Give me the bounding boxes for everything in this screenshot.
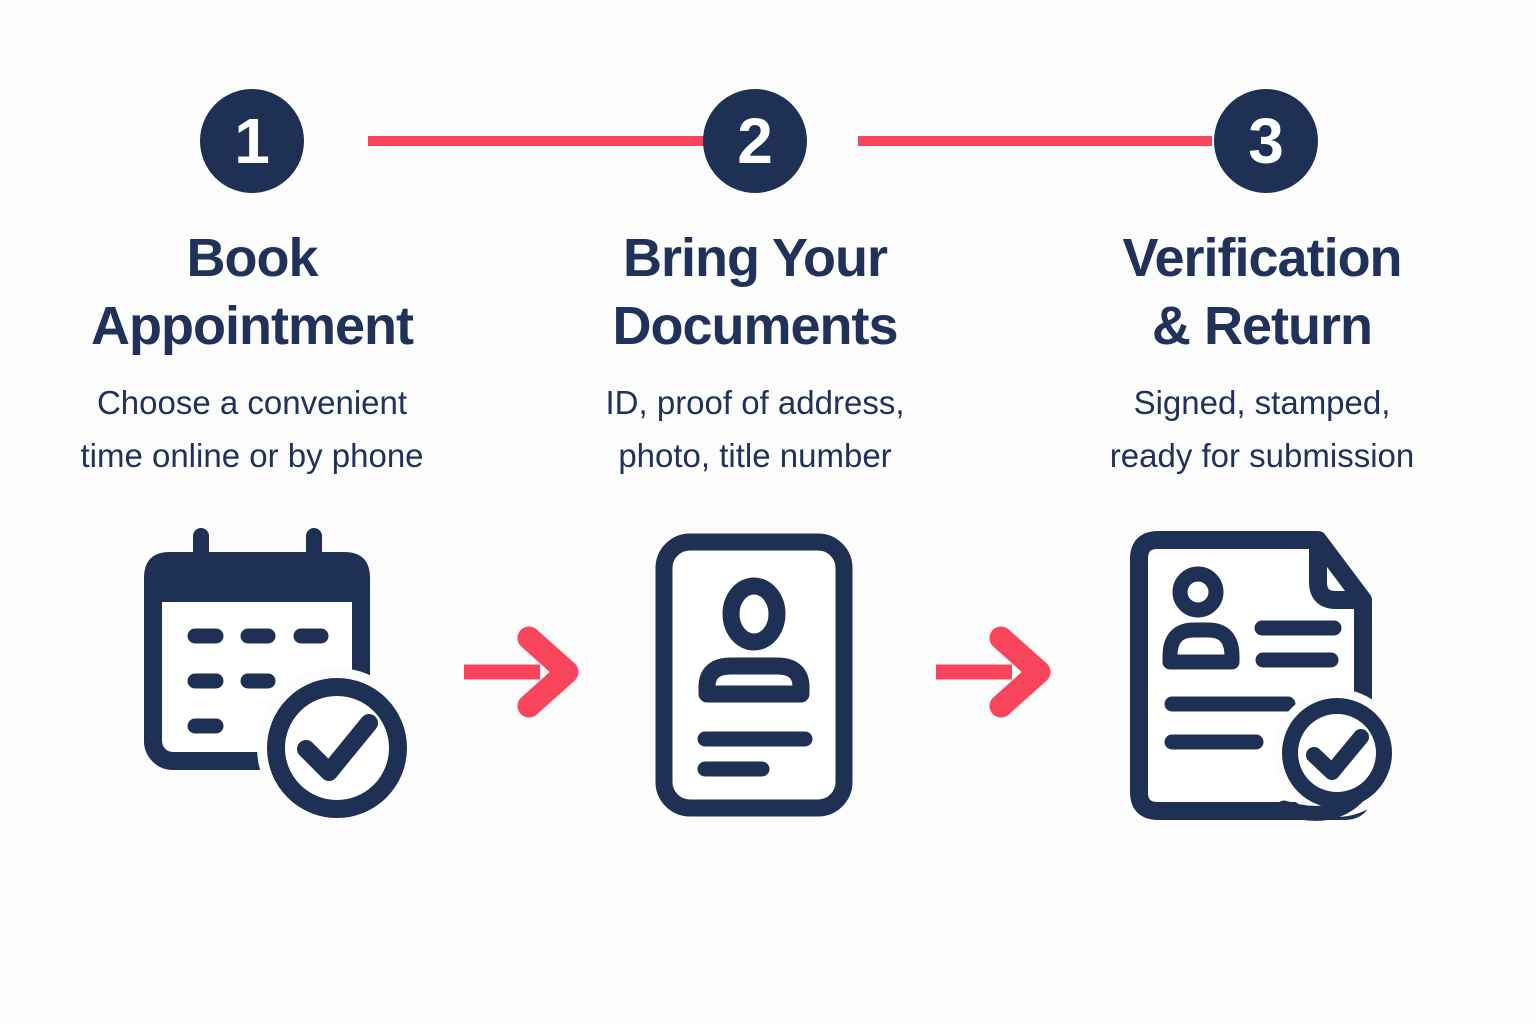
arrow-right-icon bbox=[936, 626, 1051, 718]
step-description: Choose a convenient time online or by ph… bbox=[80, 384, 424, 474]
arrow-right-icon bbox=[464, 626, 579, 718]
step-number-badge: 3 bbox=[1214, 89, 1318, 193]
connector-line bbox=[858, 136, 1212, 146]
step-number-badge: 1 bbox=[200, 89, 304, 193]
step-title: Verification & Return bbox=[1122, 228, 1402, 356]
connector-line bbox=[368, 136, 704, 146]
id-card-icon bbox=[655, 533, 853, 817]
step-number: 2 bbox=[737, 105, 773, 177]
document-check-icon bbox=[1130, 531, 1401, 821]
step-title: Bring Your Documents bbox=[612, 228, 898, 356]
icon-band bbox=[144, 528, 1401, 828]
step-number: 3 bbox=[1248, 105, 1284, 177]
step-description: ID, proof of address, photo, title numbe… bbox=[605, 384, 905, 474]
step-description: Signed, stamped, ready for submission bbox=[1109, 384, 1415, 474]
step-title: Book Appointment bbox=[91, 228, 414, 356]
step-number: 1 bbox=[234, 105, 270, 177]
step-number-badge: 2 bbox=[703, 89, 807, 193]
calendar-check-icon bbox=[144, 528, 417, 828]
